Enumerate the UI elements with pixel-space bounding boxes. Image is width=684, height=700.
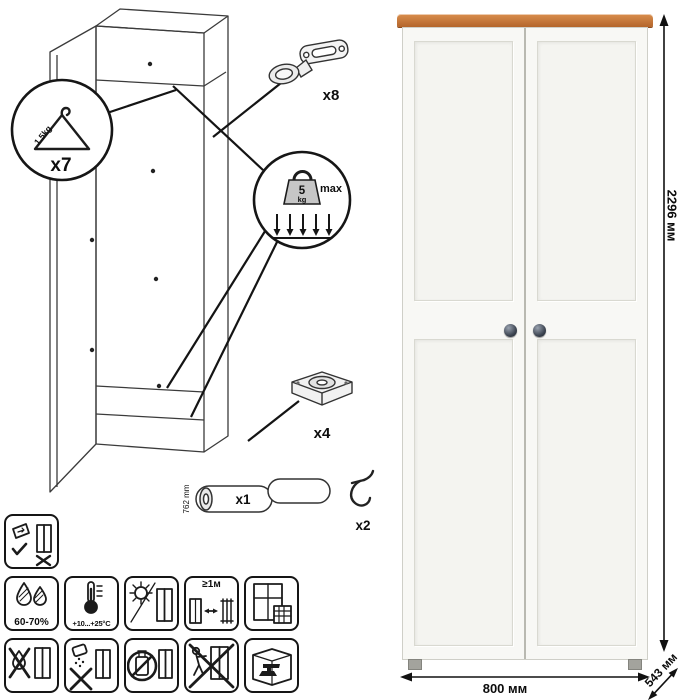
ventilation-window-icon [244,576,299,631]
wardrobe-left-door [403,28,526,659]
load-value-label: 5 [299,185,306,197]
weight-icon [283,170,321,205]
hanger-qty-label: x7 [50,155,71,176]
right-door-upper-panel [537,41,636,301]
foot-qty-label: x4 [314,425,331,442]
no-heavy-objects-icon [244,638,299,693]
left-door-lower-panel [414,339,513,646]
height-dimension-label: 2296 мм [664,189,680,242]
left-door-upper-panel [414,41,513,301]
hook-hardware-icon [349,469,375,507]
no-dragging-icon [184,638,239,693]
hook-qty-label: x2 [355,518,370,533]
distance-label: ≥1м [202,579,221,590]
dimension-arrows [408,24,675,697]
transport-orientation-icon [4,514,59,569]
heat-distance-icon: ≥1м [184,576,239,631]
width-dimension-label: 800 мм [482,681,528,696]
hanger-icon [33,106,91,151]
no-direct-sunlight-icon [124,576,179,631]
right-door-knob [533,324,546,337]
humidity-icon: 60-70% [4,576,59,631]
wardrobe-right-door [526,28,647,659]
wardrobe-top-trim [397,14,653,27]
load-max-label: max [320,183,343,195]
no-moisture-icon [4,638,59,693]
wardrobe-foot-left [408,659,422,670]
callout-lines [106,82,300,442]
hinge-qty-label: x8 [323,87,340,104]
foot-hardware-icon [291,371,353,406]
shelf-load-callout: 5 kg max [252,150,352,250]
no-abrasives-icon [64,638,119,693]
hinge-hardware-icon [268,39,349,85]
load-arrows [272,214,332,239]
rod-qty-label: x1 [235,492,251,507]
humidity-label: 60-70% [14,617,49,628]
load-arrowheads [273,229,333,236]
temperature-icon: +10...+25°С [64,576,119,631]
left-door-knob [504,324,517,337]
wardrobe-wireframe [49,8,229,493]
dimension-arrowheads [400,14,679,700]
rod-hardware-icon [195,478,331,513]
no-solvents-icon [124,638,179,693]
right-door-lower-panel [537,339,636,646]
load-unit-label: kg [298,195,307,204]
wardrobe-body [402,27,648,660]
rod-length-label: 762 mm [182,484,191,513]
temperature-label: +10...+25°С [72,619,111,628]
wardrobe-foot-right [628,659,642,670]
hanger-callout: 1.5kg x7 [10,78,114,182]
wardrobe-render [397,14,653,674]
